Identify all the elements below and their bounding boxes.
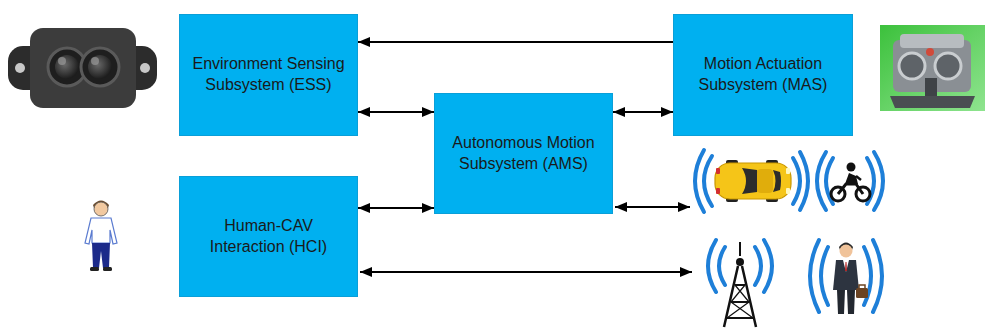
radio-tower-icon-part: [736, 258, 744, 266]
radio-tower-icon-part: [719, 247, 725, 285]
pedestrian-icon-part: [859, 285, 865, 288]
radio-tower-icon-part: [739, 242, 741, 256]
engine-picture-part: [890, 96, 975, 108]
pedestrian-icon-part: [845, 262, 847, 271]
connected-motorcycle-icon-part: [874, 152, 883, 210]
pedestrian-icon-part: [833, 260, 859, 290]
subsystem-box: Motion Actuation Subsystem (MAS): [673, 14, 853, 136]
sensor-icon-part: [30, 28, 136, 108]
connected-car-icon-part: [715, 163, 791, 199]
connected-car-icon-part: [786, 188, 790, 194]
radio-tower-icon-part: [708, 240, 716, 292]
connected-car-icon-part: [793, 158, 800, 204]
flow-arrow: [358, 111, 434, 113]
radio-tower-icon: [708, 240, 772, 327]
engine-picture-part: [900, 34, 964, 48]
connected-car-icon-part: [704, 156, 712, 206]
person-icon-part: [92, 243, 110, 268]
box-label: Environment Sensing Subsystem (ESS): [192, 54, 345, 96]
connected-car-icon-part: [757, 169, 773, 193]
box-label: Human-CAV Interaction (HCI): [192, 216, 345, 258]
connected-motorcycle-icon: [817, 152, 883, 210]
engine-picture-part: [880, 25, 985, 111]
connected-motorcycle-icon-part: [817, 152, 826, 210]
radio-tower-icon-part: [724, 266, 756, 327]
radio-tower-icon-part: [727, 285, 753, 318]
sensor-icon-part: [88, 55, 112, 79]
connected-car-icon-part: [786, 168, 790, 174]
sensor-icon-part: [91, 57, 99, 65]
person-icon-part: [85, 218, 117, 244]
connected-car-icon-part: [800, 152, 808, 210]
connected-car-icon-part: [742, 168, 759, 194]
pedestrian-icon-part: [837, 290, 855, 314]
person-icon-part: [94, 202, 108, 216]
radio-tower-icon-part: [755, 247, 761, 285]
link-arrow-part: [360, 271, 692, 273]
flow-arrow: [358, 41, 673, 43]
pedestrian-icon-part: [821, 247, 828, 305]
sensor-icon-part: [140, 63, 150, 73]
sensor-icon-part: [55, 55, 79, 79]
pedestrian-icon-part: [856, 288, 868, 298]
pedestrian-icon: [810, 240, 882, 314]
flow-arrow: [358, 207, 434, 209]
connected-motorcycle-icon-part: [845, 173, 858, 184]
connected-motorcycle-icon-part: [838, 184, 863, 194]
person-icon-part: [90, 267, 99, 271]
sensor-icon-part: [15, 63, 25, 73]
connected-car-icon-part: [695, 150, 704, 212]
flow-arrow: [613, 111, 673, 113]
pedestrian-icon-part: [810, 240, 819, 312]
connected-car-icon-part: [773, 170, 781, 192]
subsystem-box: Environment Sensing Subsystem (ESS): [179, 14, 358, 136]
box-label: Motion Actuation Subsystem (MAS): [686, 54, 840, 96]
radio-tower-icon-part: [727, 285, 753, 318]
connected-car-icon: [695, 150, 808, 212]
subsystem-box: Autonomous Motion Subsystem (AMS): [434, 93, 613, 214]
engine-picture-part: [899, 53, 925, 79]
engine-picture-part: [935, 53, 961, 79]
sensor-icon-part: [81, 48, 119, 86]
person-icon: [85, 201, 117, 272]
connected-car-icon-part: [716, 188, 720, 194]
engine-picture: [880, 25, 985, 111]
sensor-icon: [8, 28, 157, 108]
radio-tower-icon-part: [764, 240, 772, 292]
box-label: Autonomous Motion Subsystem (AMS): [447, 133, 600, 175]
person-icon-part: [103, 267, 112, 271]
sensor-icon-part: [58, 57, 66, 65]
connected-car-icon-part: [716, 168, 720, 174]
connected-motorcycle-icon-part: [847, 163, 856, 172]
pedestrian-icon-part: [873, 240, 882, 312]
engine-picture-part: [926, 48, 934, 56]
link-arrow-part: [615, 206, 690, 208]
link-arrow: [360, 207, 692, 272]
connected-motorcycle-icon-part: [856, 176, 861, 180]
pedestrian-icon-part: [840, 245, 853, 258]
pedestrian-icon-part: [843, 260, 849, 272]
subsystem-box: Human-CAV Interaction (HCI): [179, 176, 358, 297]
